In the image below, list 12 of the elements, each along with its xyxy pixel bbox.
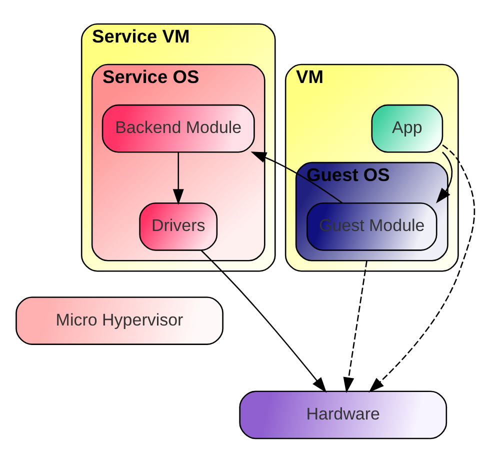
node-box: Backend Module [102, 104, 255, 153]
arrow [201, 250, 327, 393]
node-box: Drivers [139, 202, 218, 251]
arrow [436, 152, 453, 204]
arrow [172, 152, 184, 205]
arrow [343, 260, 368, 394]
node-box: Hardware [239, 390, 448, 440]
node-box: App [371, 104, 444, 153]
arrow [368, 144, 475, 393]
arrow [250, 152, 343, 204]
node-box: Micro Hypervisor [16, 296, 224, 345]
node-box: Guest Module [306, 202, 438, 251]
